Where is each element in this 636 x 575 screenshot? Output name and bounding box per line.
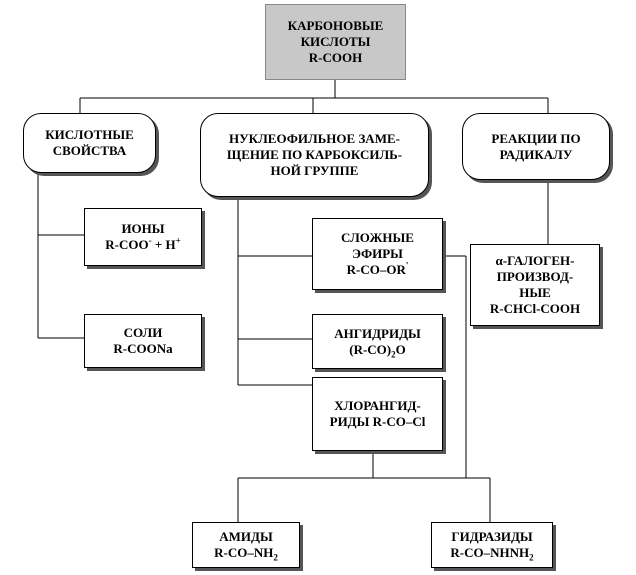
acid-chlorides-box: ХЛОРАНГИД- РИДЫ R-CO–Cl — [312, 377, 443, 451]
esters-box: СЛОЖНЫЕ ЭФИРЫ R-CO–OR' — [312, 218, 443, 290]
halo-line-2: ПРОИЗВОД- — [496, 269, 574, 284]
nucleophilic-line-1: НУКЛЕОФИЛЬНОЕ ЗАМЕ- — [229, 131, 400, 146]
halo-line-1: α-ГАЛОГЕН- — [495, 253, 575, 268]
anhydrides-label: АНГИДРИДЫ — [334, 325, 421, 341]
radical-line-2: РАДИКАЛУ — [499, 146, 573, 162]
esters-line-2: ЭФИРЫ — [352, 246, 403, 261]
anhydrides-formula: (R-CO)2O — [349, 341, 406, 360]
radical-line-1: РЕАКЦИИ ПО — [491, 130, 581, 146]
title-line-3: R-COOH — [308, 50, 363, 65]
hydrazides-box: ГИДРАЗИДЫ R-CO–NHNH2 — [431, 522, 553, 568]
acid-properties-box: КИСЛОТНЫЕ СВОЙСТВА — [23, 113, 156, 173]
ions-formula: R-COO- + H+ — [105, 235, 181, 252]
esters-line-1: СЛОЖНЫЕ — [341, 230, 414, 245]
salts-box: СОЛИ R-COONa — [84, 314, 202, 368]
salts-formula: R-COONa — [113, 341, 173, 356]
acid-properties-line-1: КИСЛОТНЫЕ — [45, 127, 134, 142]
title-line-1: КАРБОНОВЫЕ — [287, 18, 384, 33]
amides-formula: R-CO–NH2 — [214, 545, 278, 563]
ions-box: ИОНЫ R-COO- + H+ — [84, 208, 202, 266]
hydrazides-formula: R-CO–NHNH2 — [450, 545, 534, 563]
radical-reactions-box: РЕАКЦИИ ПО РАДИКАЛУ — [462, 113, 610, 180]
esters-formula: R-CO–OR' — [346, 260, 409, 277]
anhydrides-box: АНГИДРИДЫ (R-CO)2O — [312, 314, 443, 369]
title-line-2: КИСЛОТЫ — [300, 34, 371, 49]
hydrazides-label: ГИДРАЗИДЫ — [451, 529, 533, 544]
nucleophilic-substitution-box: НУКЛЕОФИЛЬНОЕ ЗАМЕ- ЩЕНИЕ ПО КАРБОКСИЛЬ-… — [200, 113, 429, 197]
acid-properties-line-2: СВОЙСТВА — [52, 143, 127, 158]
halo-formula: R-CHCl-COOH — [489, 301, 581, 316]
halogen-derivatives-box: α-ГАЛОГЕН- ПРОИЗВОД- НЫЕ R-CHCl-COOH — [470, 244, 600, 326]
chlorides-line-1: ХЛОРАНГИД- — [334, 398, 421, 413]
nucleophilic-line-2: ЩЕНИЕ ПО КАРБОКСИЛЬ- — [226, 147, 403, 162]
nucleophilic-line-3: НОЙ ГРУППЕ — [270, 163, 359, 178]
salts-label: СОЛИ — [123, 325, 163, 340]
amides-label: АМИДЫ — [219, 529, 273, 544]
amides-box: АМИДЫ R-CO–NH2 — [192, 522, 300, 568]
halo-line-3: НЫЕ — [519, 285, 551, 300]
title-box: КАРБОНОВЫЕ КИСЛОТЫ R-COOH — [265, 4, 406, 80]
chlorides-line-2: РИДЫ R-CO–Cl — [329, 414, 426, 429]
ions-label: ИОНЫ — [121, 221, 165, 236]
